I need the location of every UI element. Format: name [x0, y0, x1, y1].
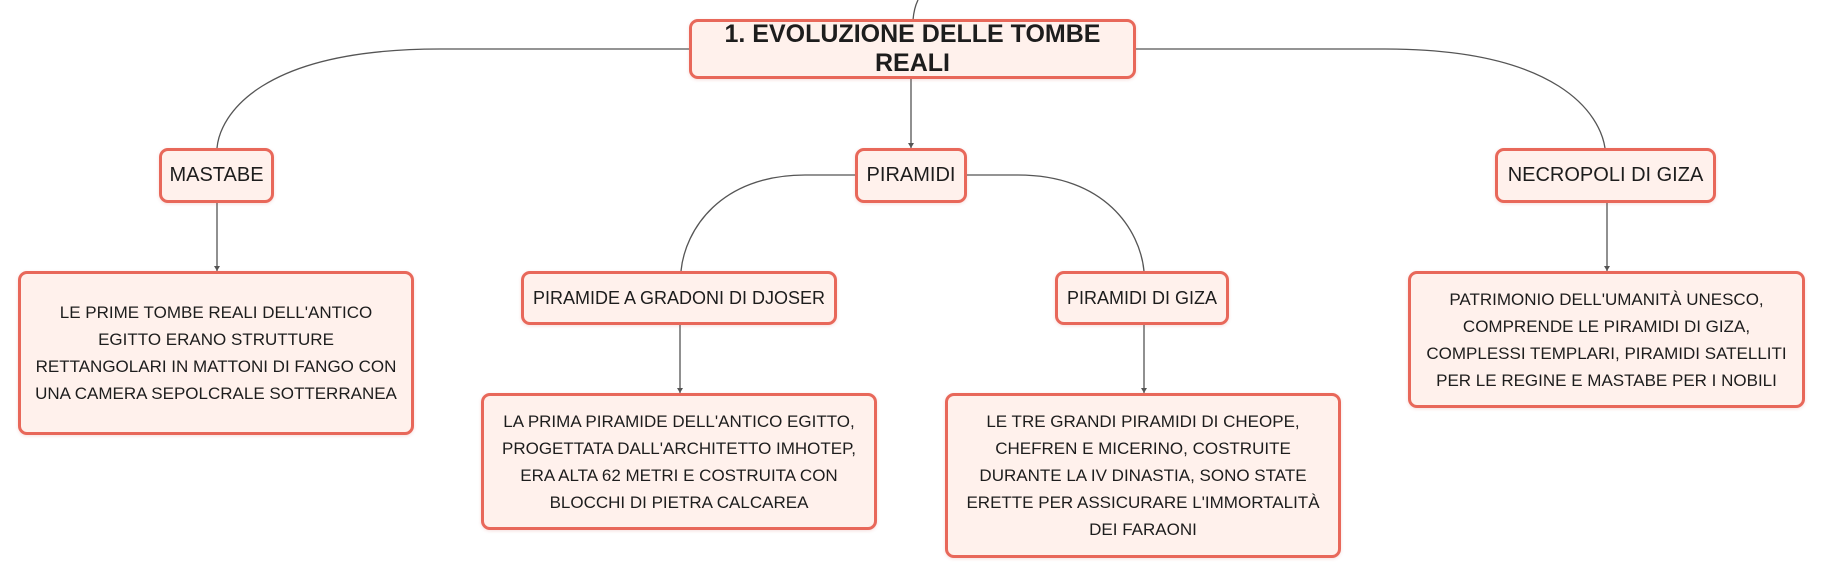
topic-necropoli[interactable]: NECROPOLI DI GIZA — [1495, 148, 1716, 203]
connector-parent-to-root — [912, 0, 919, 21]
arrow-head — [1141, 388, 1147, 393]
desc-necropoli[interactable]: PATRIMONIO DELL'UMANITÀ UNESCO, COMPREND… — [1408, 271, 1805, 408]
root-node[interactable]: 1. EVOLUZIONE DELLE TOMBE REALI — [689, 19, 1136, 79]
arrow-head — [1604, 266, 1610, 271]
topic-piramidi-label: PIRAMIDI — [866, 164, 956, 186]
arrow-head — [677, 388, 683, 393]
desc-djoser[interactable]: LA PRIMA PIRAMIDE DELL'ANTICO EGITTO, PR… — [481, 393, 877, 530]
desc-mastabe[interactable]: LE PRIME TOMBE REALI DELL'ANTICO EGITTO … — [18, 271, 414, 435]
connector-root-to-necropoli — [1134, 48, 1606, 149]
desc-necropoli-text: PATRIMONIO DELL'UMANITÀ UNESCO, COMPREND… — [1426, 289, 1787, 390]
connector-root-to-mastabe — [216, 48, 690, 149]
root-title: 1. EVOLUZIONE DELLE TOMBE REALI — [724, 20, 1101, 77]
desc-djoser-text: LA PRIMA PIRAMIDE DELL'ANTICO EGITTO, PR… — [501, 411, 856, 512]
topic-mastabe[interactable]: MASTABE — [159, 148, 274, 203]
connector-piramidi-to-djoser — [680, 174, 857, 272]
arrow-head — [214, 266, 220, 271]
subtopic-giza-label: PIRAMIDI DI GIZA — [1066, 287, 1217, 308]
topic-piramidi[interactable]: PIRAMIDI — [855, 148, 967, 203]
connector-piramidi-to-giza — [966, 174, 1145, 272]
desc-mastabe-text: LE PRIME TOMBE REALI DELL'ANTICO EGITTO … — [35, 303, 397, 403]
subtopic-giza[interactable]: PIRAMIDI DI GIZA — [1055, 271, 1229, 325]
subtopic-djoser-label: PIRAMIDE A GRADONI DI DJOSER — [532, 287, 826, 308]
topic-mastabe-label: MASTABE — [169, 164, 264, 186]
topic-necropoli-label: NECROPOLI DI GIZA — [1507, 164, 1704, 186]
desc-giza-text: LE TRE GRANDI PIRAMIDI DI CHEOPE, CHEFRE… — [966, 412, 1320, 539]
desc-giza[interactable]: LE TRE GRANDI PIRAMIDI DI CHEOPE, CHEFRE… — [945, 393, 1341, 558]
subtopic-djoser[interactable]: PIRAMIDE A GRADONI DI DJOSER — [521, 271, 837, 325]
arrow-head — [908, 143, 914, 148]
